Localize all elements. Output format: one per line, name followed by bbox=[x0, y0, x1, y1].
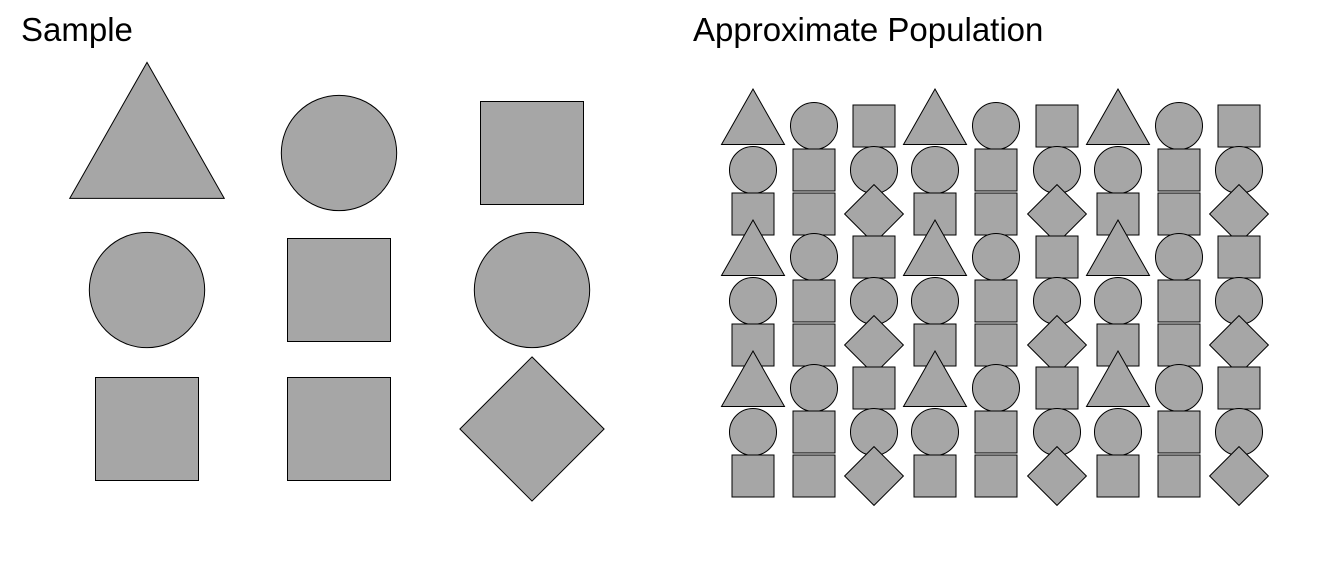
square-shape bbox=[1157, 410, 1201, 454]
square-shape bbox=[974, 148, 1018, 192]
diamond-shape bbox=[843, 445, 905, 507]
circle-shape bbox=[971, 101, 1021, 151]
diamond-shape bbox=[459, 356, 605, 502]
diamond-shape bbox=[843, 314, 905, 376]
circle-shape bbox=[728, 407, 778, 457]
square-shape bbox=[1157, 454, 1201, 498]
circle-shape bbox=[789, 363, 839, 413]
circle-shape bbox=[728, 276, 778, 326]
triangle-shape bbox=[720, 88, 786, 145]
square-shape bbox=[792, 323, 836, 367]
diamond-shape bbox=[843, 183, 905, 245]
square-shape bbox=[1035, 104, 1079, 148]
square-shape bbox=[1157, 148, 1201, 192]
circle-shape bbox=[789, 232, 839, 282]
square-shape bbox=[1035, 235, 1079, 279]
square-shape bbox=[731, 454, 775, 498]
square-shape bbox=[792, 454, 836, 498]
triangle-shape bbox=[720, 219, 786, 276]
square-shape bbox=[1217, 235, 1261, 279]
diamond-shape bbox=[1208, 183, 1270, 245]
triangle-shape bbox=[720, 350, 786, 407]
circle-shape bbox=[910, 145, 960, 195]
square-shape bbox=[1157, 279, 1201, 323]
diamond-shape bbox=[1208, 445, 1270, 507]
square-shape bbox=[852, 104, 896, 148]
circle-shape bbox=[473, 231, 591, 349]
circle-shape bbox=[280, 94, 398, 212]
square-shape bbox=[1035, 366, 1079, 410]
triangle-shape bbox=[902, 219, 968, 276]
population-grid bbox=[720, 88, 1270, 507]
diamond-shape bbox=[1026, 445, 1088, 507]
square-shape bbox=[287, 377, 391, 481]
triangle-shape bbox=[1085, 350, 1151, 407]
square-shape bbox=[792, 148, 836, 192]
circle-shape bbox=[971, 363, 1021, 413]
square-shape bbox=[974, 192, 1018, 236]
circle-shape bbox=[1093, 276, 1143, 326]
circle-shape bbox=[1093, 407, 1143, 457]
square-shape bbox=[974, 323, 1018, 367]
diamond-shape bbox=[1026, 314, 1088, 376]
circle-shape bbox=[1093, 145, 1143, 195]
circle-shape bbox=[728, 145, 778, 195]
triangle-shape bbox=[1085, 88, 1151, 145]
square-shape bbox=[1157, 192, 1201, 236]
circle-shape bbox=[1154, 101, 1204, 151]
circle-shape bbox=[971, 232, 1021, 282]
square-shape bbox=[1217, 104, 1261, 148]
circle-shape bbox=[910, 276, 960, 326]
diamond-shape bbox=[1208, 314, 1270, 376]
square-shape bbox=[974, 454, 1018, 498]
square-shape bbox=[974, 410, 1018, 454]
square-shape bbox=[792, 279, 836, 323]
square-shape bbox=[95, 377, 199, 481]
population-title: Approximate Population bbox=[693, 11, 1044, 48]
square-shape bbox=[792, 410, 836, 454]
square-shape bbox=[1217, 366, 1261, 410]
square-shape bbox=[913, 454, 957, 498]
square-shape bbox=[792, 192, 836, 236]
circle-shape bbox=[1154, 232, 1204, 282]
circle-shape bbox=[88, 231, 206, 349]
square-shape bbox=[1096, 454, 1140, 498]
square-shape bbox=[852, 235, 896, 279]
sample-title: Sample bbox=[21, 11, 133, 48]
sample-grid bbox=[68, 61, 605, 502]
triangle-shape bbox=[902, 88, 968, 145]
square-shape bbox=[287, 238, 391, 342]
square-shape bbox=[974, 279, 1018, 323]
circle-shape bbox=[1154, 363, 1204, 413]
triangle-shape bbox=[902, 350, 968, 407]
circle-shape bbox=[910, 407, 960, 457]
square-shape bbox=[852, 366, 896, 410]
square-shape bbox=[480, 101, 584, 205]
triangle-shape bbox=[68, 61, 226, 199]
circle-shape bbox=[789, 101, 839, 151]
diamond-shape bbox=[1026, 183, 1088, 245]
square-shape bbox=[1157, 323, 1201, 367]
triangle-shape bbox=[1085, 219, 1151, 276]
